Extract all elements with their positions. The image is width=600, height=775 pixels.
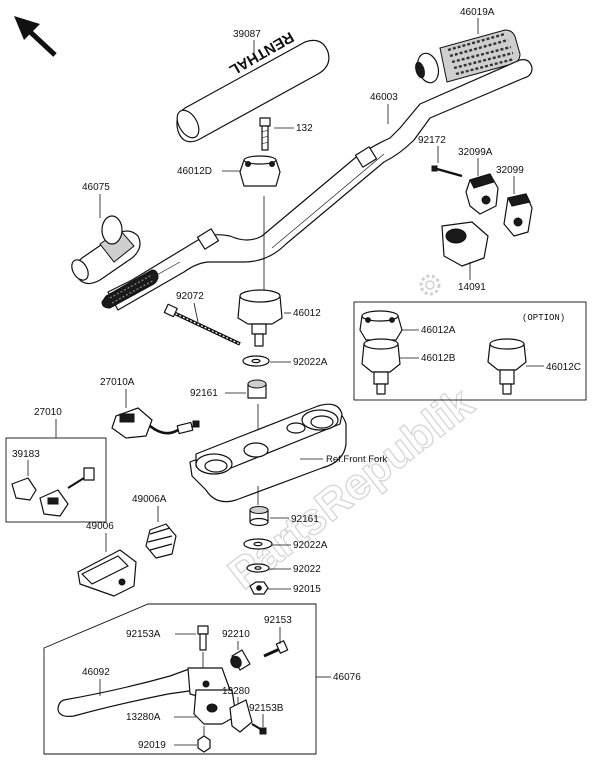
- label-92019: 92019: [138, 740, 166, 751]
- upper-clamp-46012d: [239, 155, 281, 187]
- label-46012: 46012: [293, 308, 321, 319]
- label-46012C: 46012C: [546, 362, 581, 373]
- option-box: [353, 301, 587, 401]
- label-46012D: 46012D: [177, 166, 212, 177]
- clamp-46012b: [361, 338, 401, 395]
- screw-92172: [431, 165, 463, 178]
- label-92015: 92015: [293, 584, 321, 595]
- clamp-32099a: [465, 173, 499, 215]
- throttle-housing-14091: [441, 221, 489, 267]
- screw-92153b: [251, 723, 267, 735]
- label-46003: 46003: [370, 92, 398, 103]
- label-13280A: 13280A: [126, 712, 161, 723]
- label-46019A: 46019A: [460, 7, 495, 18]
- label-27010: 27010: [34, 407, 62, 418]
- cable-tie: [163, 303, 241, 346]
- adjuster-92210: [230, 649, 251, 671]
- label-92161-top: 92161: [190, 388, 218, 399]
- label-92172: 92172: [418, 135, 446, 146]
- label-92022: 92022: [293, 564, 321, 575]
- ref-front-fork: Ref.Front Fork: [326, 454, 387, 465]
- label-46012A: 46012A: [421, 325, 456, 336]
- switch-group-box: [5, 437, 107, 523]
- boot-49006a: [145, 523, 177, 559]
- label-92072: 92072: [176, 291, 204, 302]
- label-46076: 46076: [333, 672, 361, 683]
- clamp-46012a: [359, 310, 403, 341]
- lever-assembly-box: [43, 603, 317, 755]
- bolt-132: [259, 117, 271, 151]
- clamp-32099: [503, 193, 533, 237]
- washer-92022a-top: [242, 355, 270, 367]
- label-39087: 39087: [233, 29, 261, 40]
- switch-parts-39183: [11, 467, 95, 517]
- left-grip: [71, 215, 159, 309]
- guard-49006: [77, 549, 137, 597]
- holder-13280: [193, 689, 253, 733]
- option-label: (OPTION): [522, 313, 565, 323]
- lower-clamp-46012: [237, 289, 283, 347]
- label-32099: 32099: [496, 165, 524, 176]
- front-direction-arrow-icon: [14, 16, 57, 57]
- label-92022A-top: 92022A: [293, 357, 328, 368]
- label-46092: 46092: [82, 667, 110, 678]
- label-46075: 46075: [82, 182, 110, 193]
- label-92153A: 92153A: [126, 629, 161, 640]
- label-92022A-bottom: 92022A: [293, 540, 328, 551]
- label-32099A: 32099A: [458, 147, 493, 158]
- label-46012B: 46012B: [421, 353, 456, 364]
- rubber-damper-92161-top: [247, 379, 267, 399]
- bolt-92153a: [197, 625, 209, 651]
- clamp-46012c: [487, 338, 527, 395]
- label-92153B: 92153B: [249, 703, 284, 714]
- rubber-damper-92161-bottom: [249, 506, 269, 527]
- label-92210: 92210: [222, 629, 250, 640]
- nut-92015: [249, 581, 269, 595]
- nut-92019: [197, 735, 211, 753]
- label-132: 132: [296, 123, 313, 134]
- screw-92153: [263, 640, 289, 658]
- label-49006: 49006: [86, 521, 114, 532]
- upper-triple-clamp: [189, 403, 347, 503]
- label-49006A: 49006A: [132, 494, 167, 505]
- throttle-grip: [415, 29, 521, 84]
- gear-watermark-icon: [419, 274, 441, 296]
- switch-27010a: [111, 407, 200, 439]
- label-39183: 39183: [12, 449, 40, 460]
- label-92161-bottom: 92161: [291, 514, 319, 525]
- label-14091: 14091: [458, 282, 486, 293]
- label-92153: 92153: [264, 615, 292, 626]
- washer-92022a-bottom: [243, 538, 273, 550]
- washer-92022: [246, 563, 270, 573]
- label-27010A: 27010A: [100, 377, 135, 388]
- label-13280: 13280: [222, 686, 250, 697]
